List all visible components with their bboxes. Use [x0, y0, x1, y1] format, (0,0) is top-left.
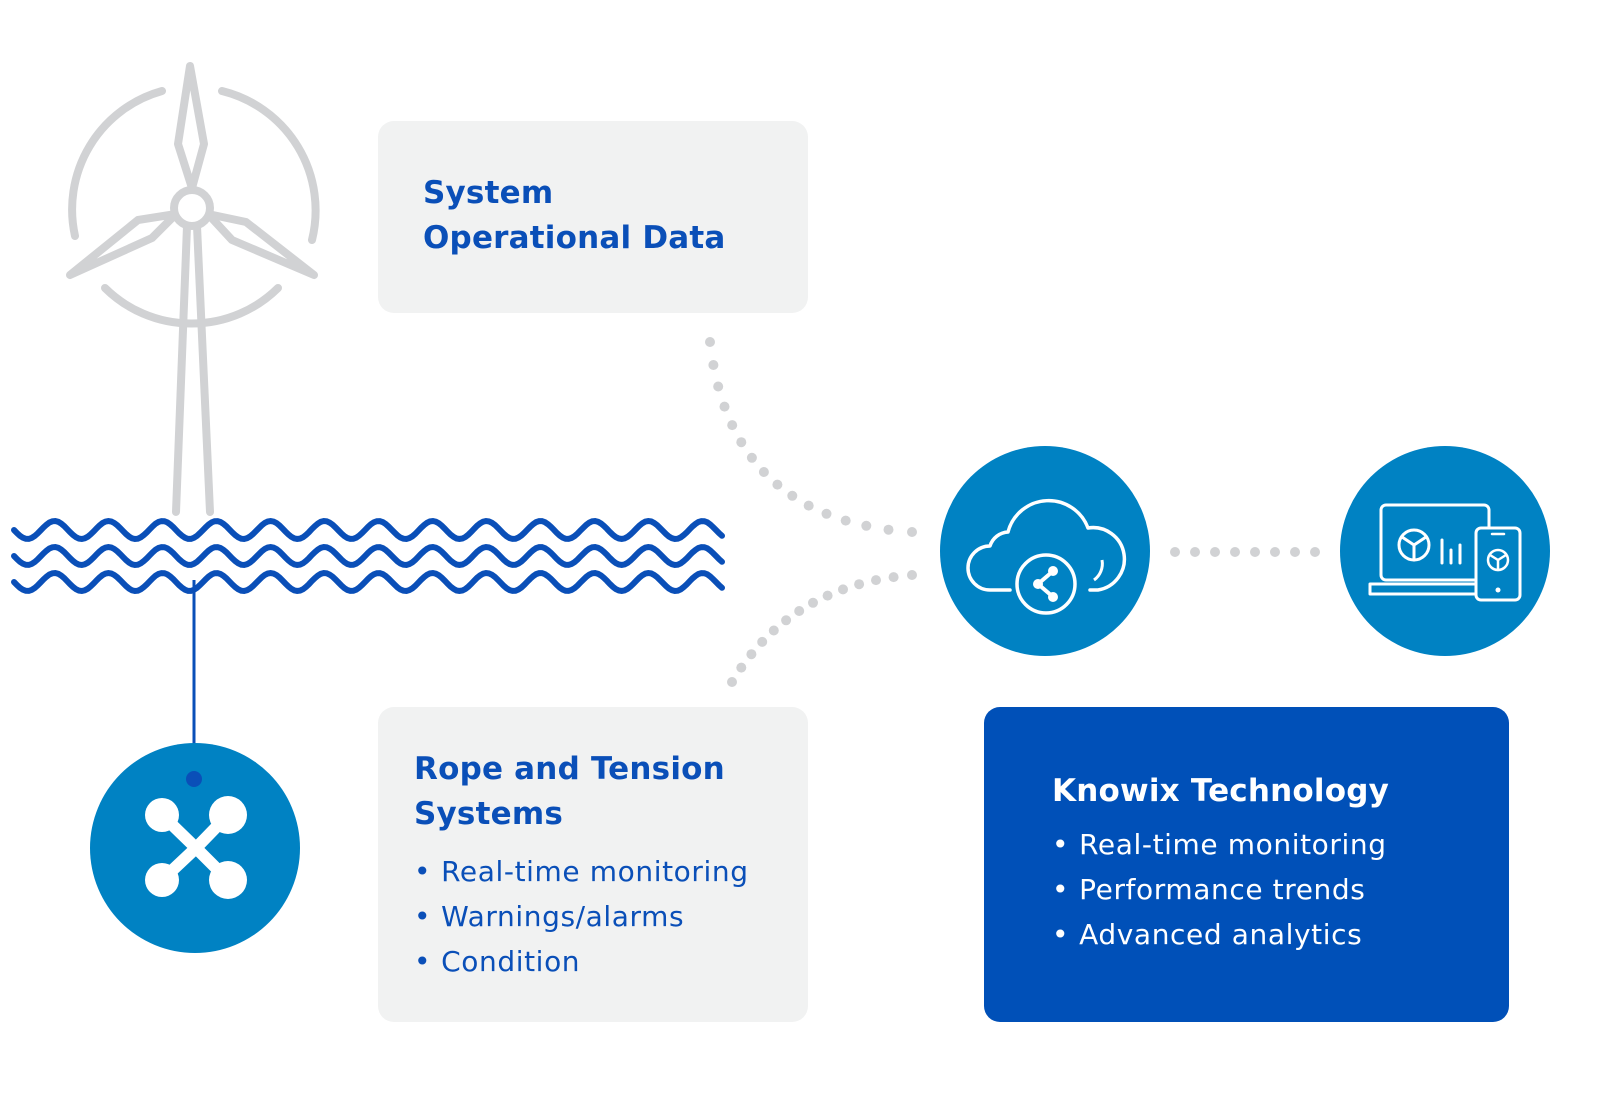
dotted-connector-upper — [705, 337, 917, 537]
connector-dot — [1170, 547, 1180, 557]
system-operational-data-card: System Operational Data — [378, 121, 808, 313]
knowix-node-icon — [90, 743, 300, 953]
laptop-phone-dashboard-icon — [1340, 446, 1550, 656]
list-item: Real-time monitoring — [1052, 822, 1509, 867]
knowix-technology-title: Knowix Technology — [1052, 773, 1390, 809]
connector-dot — [861, 520, 872, 531]
cloud-network-icon — [940, 446, 1150, 656]
connector-dot — [871, 575, 881, 586]
connector-dot — [808, 597, 818, 608]
connector-dot — [1190, 547, 1200, 557]
connector-dot — [794, 606, 805, 616]
connector-dot — [736, 437, 747, 448]
dotted-connector-cloud-devices — [1170, 547, 1320, 557]
list-item: Performance trends — [1052, 867, 1509, 912]
connector-dot — [838, 584, 848, 595]
connector-dot — [758, 467, 769, 477]
connector-dot — [768, 625, 779, 636]
connector-dot — [719, 401, 730, 412]
connector-dot — [746, 452, 757, 463]
title-line-1: Rope and Tension — [414, 751, 725, 787]
system-operational-data-title: System Operational Data — [423, 171, 808, 261]
connector-dot — [854, 579, 865, 590]
connector-dot — [1270, 547, 1280, 557]
connector-dot — [736, 662, 747, 673]
connector-dot — [713, 381, 724, 392]
connector-dot — [907, 570, 917, 580]
rope-bullet-list: Real-time monitoring Warnings/alarms Con… — [414, 849, 808, 984]
connector-dot — [907, 527, 917, 537]
connector-dot — [705, 337, 715, 347]
wind-turbine-icon — [66, 62, 320, 516]
connector-dot — [708, 360, 719, 370]
connector-dot — [1310, 547, 1320, 557]
connector-dot — [821, 508, 832, 519]
list-item: Condition — [414, 939, 808, 984]
connector-dot — [1250, 547, 1260, 557]
connector-dot — [1210, 547, 1220, 557]
rope-tension-systems-card: Rope and Tension Systems Real-time monit… — [378, 707, 808, 1022]
connector-dot — [803, 500, 814, 511]
connector-dot — [888, 572, 899, 583]
connector-dot — [781, 615, 792, 626]
connector-dot — [822, 590, 833, 601]
connector-dot — [746, 649, 757, 660]
connector-dot — [727, 420, 738, 431]
dotted-connector-lower — [727, 570, 917, 687]
rope-tension-systems-title: Rope and Tension Systems — [414, 747, 808, 837]
dotted-connectors — [705, 337, 1320, 687]
title-line-1: System — [423, 175, 554, 211]
list-item: Advanced analytics — [1052, 912, 1509, 957]
connector-dot — [727, 677, 737, 687]
connector-dot — [1230, 547, 1240, 557]
connector-dot — [883, 524, 894, 535]
sea-waves-icon — [11, 517, 725, 595]
connector-dot — [840, 515, 851, 526]
knowix-technology-card: Knowix Technology Real-time monitoring P… — [984, 707, 1509, 1022]
connector-dot — [1290, 547, 1300, 557]
list-item: Real-time monitoring — [414, 849, 808, 894]
list-item: Warnings/alarms — [414, 894, 808, 939]
knowix-bullet-list: Real-time monitoring Performance trends … — [1052, 822, 1509, 957]
connector-dot — [757, 636, 768, 647]
connector-dot — [787, 490, 798, 501]
title-line-2: Systems — [414, 796, 563, 832]
connector-dot — [772, 479, 783, 490]
title-line-2: Operational Data — [423, 220, 726, 256]
